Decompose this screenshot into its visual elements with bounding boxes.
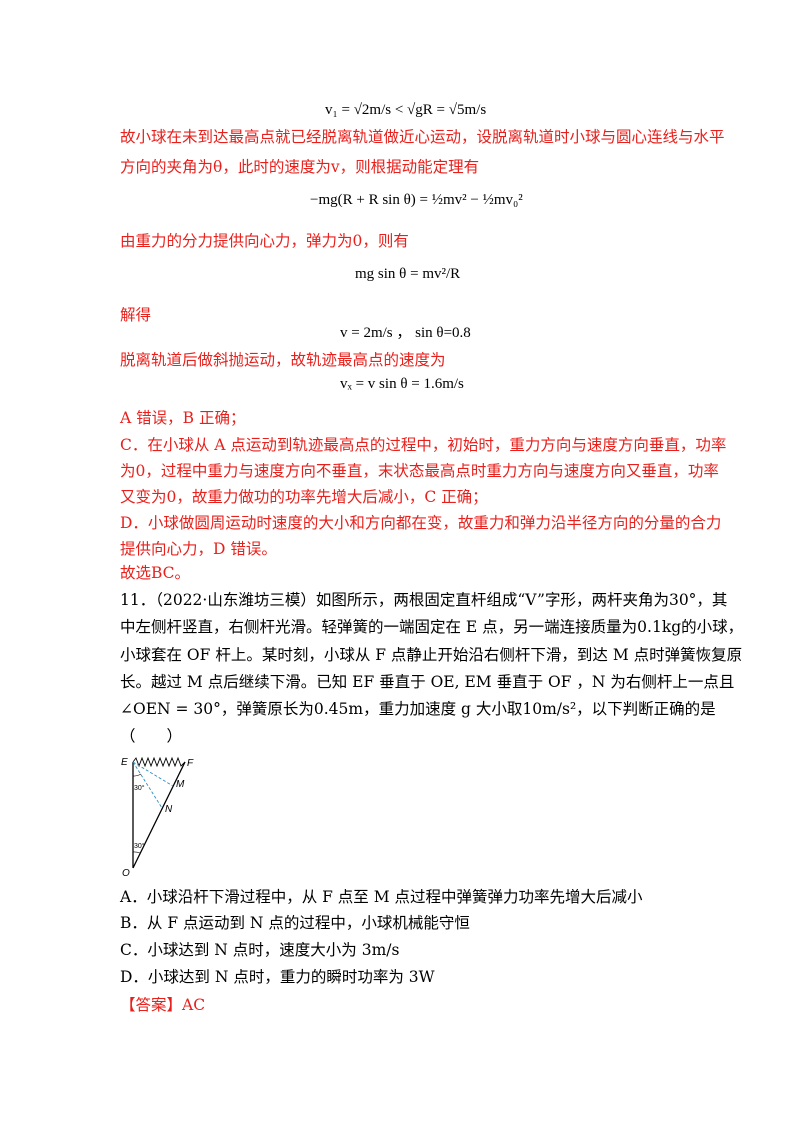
dashed-line-em <box>132 761 174 787</box>
solution-text-5: 脱离轨道后做斜抛运动，故轨迹最高点的速度为 <box>120 351 446 369</box>
answer-value: AC <box>182 996 206 1014</box>
question-text-3: 小球套在 OF 杆上。某时刻，小球从 F 点静止开始沿右侧杆下滑，到达 M 点时… <box>120 646 743 664</box>
option-a: A．小球沿杆下滑过程中，从 F 点至 M 点过程中弹簧弹力功率先增大后减小 <box>120 888 643 906</box>
question-text-5: ∠OEN = 30°，弹簧原长为0.45m，重力加速度 g 大小取10m/s²，… <box>120 700 716 718</box>
solution-text-1: 故小球在未到达最高点就已经脱离轨道做近心运动，设脱离轨道时小球与圆心连线与水平 <box>120 128 725 146</box>
question-text-1: 11．（2022·山东潍坊三模）如图所示，两根固定直杆组成“V”字形，两杆夹角为… <box>120 591 728 609</box>
question-text-2: 中左侧杆竖直，右侧杆光滑。轻弹簧的一端固定在 E 点，另一端连接质量为0.1kg… <box>120 618 744 636</box>
answer-label: 【答案】 <box>120 996 183 1014</box>
spring-ef <box>132 756 186 768</box>
solution-text-6: A 错误，B 正确； <box>120 409 246 427</box>
question-text-6: （ ） <box>120 727 183 745</box>
equation-4: v = 2m/s ， sin θ=0.8 <box>340 325 471 341</box>
solution-text-7: C．在小球从 A 点运动到轨迹最高点的过程中，初始时，重力方向与速度方向垂直，功… <box>120 436 727 454</box>
angle-label-bottom: 30° <box>134 842 145 850</box>
solution-text-4: 解得 <box>120 306 152 324</box>
equation-3: mg sin θ = mv²/R <box>355 266 461 282</box>
v-shaped-rods-diagram: E F M N O 30° 30° <box>121 756 194 879</box>
solution-text-3: 由重力的分力提供向心力，弹力为0，则有 <box>120 232 409 250</box>
label-n: N <box>165 804 173 815</box>
label-f: F <box>187 758 194 769</box>
angle-arc-top <box>132 773 142 777</box>
solution-text-8: 为0，过程中重力与速度方向不垂直，末状态最高点时重力方向与速度方向又垂直，功率 <box>120 462 719 480</box>
solution-text-2: 方向的夹角为θ，此时的速度为v，则根据动能定理有 <box>120 158 480 176</box>
angle-arc-bottom <box>132 851 141 854</box>
answer: 【答案】AC <box>120 995 205 1015</box>
solution-text-9: 又变为0，故重力做功的功率先增大后减小，C 正确； <box>120 488 488 506</box>
label-o: O <box>122 868 130 879</box>
option-d: D．小球达到 N 点时，重力的瞬时功率为 3W <box>120 968 435 986</box>
label-m: M <box>176 779 185 790</box>
dashed-line-en <box>132 761 163 809</box>
solution-text-10: D．小球做圆周运动时速度的大小和方向都在变，故重力和弹力沿半径方向的分量的合力 <box>120 514 722 532</box>
label-e: E <box>121 757 128 768</box>
angle-label-top: 30° <box>134 784 145 792</box>
rod-of <box>132 761 186 869</box>
option-b: B．从 F 点运动到 N 点的过程中，小球机械能守恒 <box>120 914 470 932</box>
equation-1: v₁ = √2m/s < √gR = √5m/s <box>325 102 487 118</box>
equation-5: vₓ = v sin θ = 1.6m/s <box>340 376 464 392</box>
solution-text-11: 提供向心力，D 错误。 <box>120 540 277 558</box>
question-text-4: 长。越过 M 点后继续下滑。已知 EF 垂直于 OE, EM 垂直于 OF ，N… <box>120 673 735 691</box>
equation-2: −mg(R + R sin θ) = ½mv² − ½mv₀² <box>310 192 523 208</box>
solution-text-12: 故选BC。 <box>120 564 191 582</box>
option-c: C．小球达到 N 点时，速度大小为 3m/s <box>120 941 400 959</box>
